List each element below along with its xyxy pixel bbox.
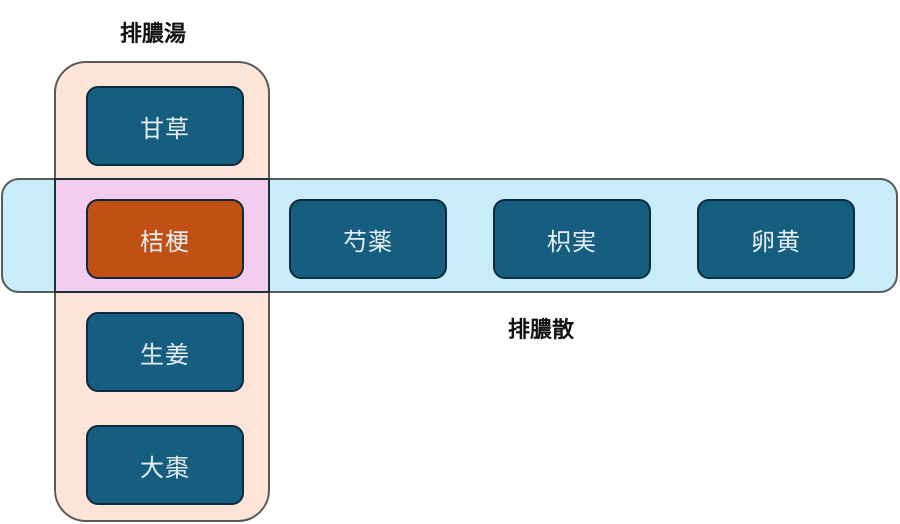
herb-taiso: 大棗	[86, 425, 244, 505]
herb-shokyo: 生姜	[86, 312, 244, 392]
herb-kijitsu: 枳実	[493, 199, 651, 279]
herb-shakuyaku: 芍薬	[289, 199, 447, 279]
haino-to-title: 排膿湯	[120, 22, 187, 47]
herb-kanzo: 甘草	[86, 86, 244, 166]
herb-ranou: 卵黄	[697, 199, 855, 279]
herb-kikyo: 桔梗	[86, 199, 244, 279]
haino-san-title: 排膿散	[508, 318, 575, 343]
